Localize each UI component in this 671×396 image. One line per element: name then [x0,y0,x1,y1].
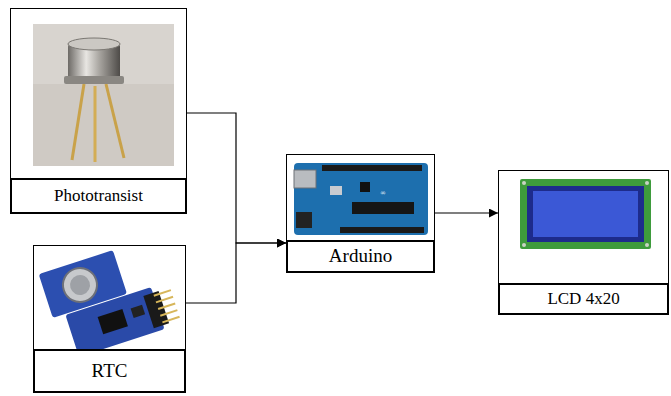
rtc-module-photo [39,250,182,357]
sensor-box: Phototransist [10,8,187,214]
caption-frame: LCD 4x20 [498,283,669,315]
caption-frame: Phototransist [10,178,187,214]
lcd-module-photo [520,179,651,249]
svg-text:∞: ∞ [380,189,386,197]
caption-frame: RTC [33,349,186,393]
signal-arrow [435,212,498,213]
node-label: Phototransist [54,187,143,206]
arduino-board-photo: ∞ [294,163,428,235]
display-box: LCD 4x20 [498,170,669,315]
node-label: LCD 4x20 [547,290,619,309]
node-label: RTC [92,361,128,382]
phototransistor-photo [33,24,174,166]
caption-frame: Arduino [286,240,435,273]
signal-arrow [186,243,286,303]
node-label: Arduino [329,246,392,267]
rtc-box: RTC [33,245,186,393]
controller-box: Arduino [286,154,435,273]
signal-arrow [187,113,286,243]
